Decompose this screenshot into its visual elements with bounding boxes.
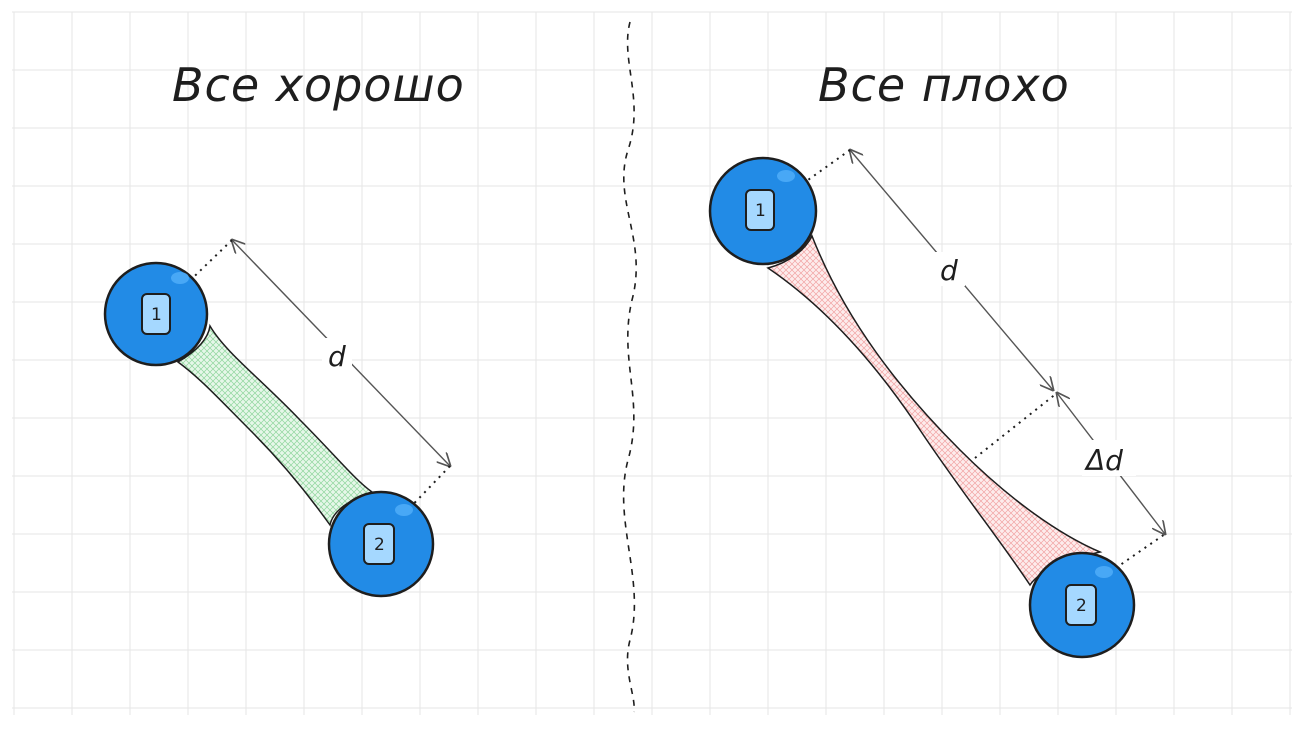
right-distance-label: d bbox=[940, 254, 958, 287]
right-atom-1: 1 bbox=[708, 156, 818, 266]
right-title: Все плохо bbox=[818, 58, 1070, 112]
left-atom-2-label-box bbox=[363, 523, 395, 565]
left-atom-2-label: 2 bbox=[374, 535, 385, 555]
right-atom-1-label: 1 bbox=[755, 201, 766, 221]
right-panel: Все плохо d Δd 1 2 bbox=[708, 58, 1165, 659]
right-atom-1-label-box bbox=[745, 189, 775, 231]
left-atom-1: 1 bbox=[103, 261, 209, 367]
right-atom-2-label: 2 bbox=[1076, 596, 1087, 616]
right-atom-2: 2 bbox=[1028, 551, 1136, 659]
left-panel: Все хорошо d 1 2 bbox=[103, 58, 465, 598]
right-bond bbox=[766, 234, 1103, 587]
right-delta-label: Δd bbox=[1084, 444, 1123, 477]
panel-divider bbox=[622, 21, 637, 713]
left-title: Все хорошо bbox=[172, 58, 465, 112]
right-atom-2-label-box bbox=[1065, 584, 1097, 626]
left-atom-2: 2 bbox=[327, 490, 435, 598]
left-atom-1-label: 1 bbox=[151, 305, 162, 325]
left-dotted-extension-2 bbox=[399, 465, 451, 519]
background-grid bbox=[12, 11, 1292, 715]
left-distance-label: d bbox=[328, 340, 346, 373]
left-atom-1-label-box bbox=[141, 293, 171, 335]
right-dotted-extension-mid bbox=[974, 392, 1058, 459]
